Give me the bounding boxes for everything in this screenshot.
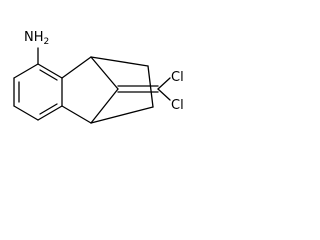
bond-c1-c2 (13, 63, 39, 79)
bond-c3-c4 (13, 105, 39, 121)
bond-bridgehead-bottom-c7 (90, 88, 119, 124)
chlorine-upper-label: Cl (171, 70, 184, 85)
chlorine-lower-label: Cl (171, 98, 184, 113)
bond-c4-c5 (37, 105, 63, 121)
bond-c6-c1 (37, 63, 63, 79)
bond-bridgehead-top-ch2 (90, 56, 149, 67)
dichloromethylene-group (117, 77, 171, 101)
bond-bridgehead-top-c7 (90, 56, 119, 90)
bond-c-cl-lower (157, 88, 171, 101)
double-bond-inner-top (39, 69, 58, 81)
benzene-ring (13, 63, 63, 121)
bicyclic-bridge (61, 56, 154, 124)
bond-c6-bridgehead-top (61, 56, 92, 79)
bond-c5-bridgehead-bottom (61, 105, 92, 124)
chemical-structure-diagram: NH2 Cl Cl (13, 30, 184, 124)
bond-ch2-bridgehead-bottom (90, 106, 154, 124)
amine-label: NH2 (24, 30, 49, 47)
bond-c-cl-upper (157, 77, 171, 90)
double-bond-inner-bottom (39, 103, 58, 115)
